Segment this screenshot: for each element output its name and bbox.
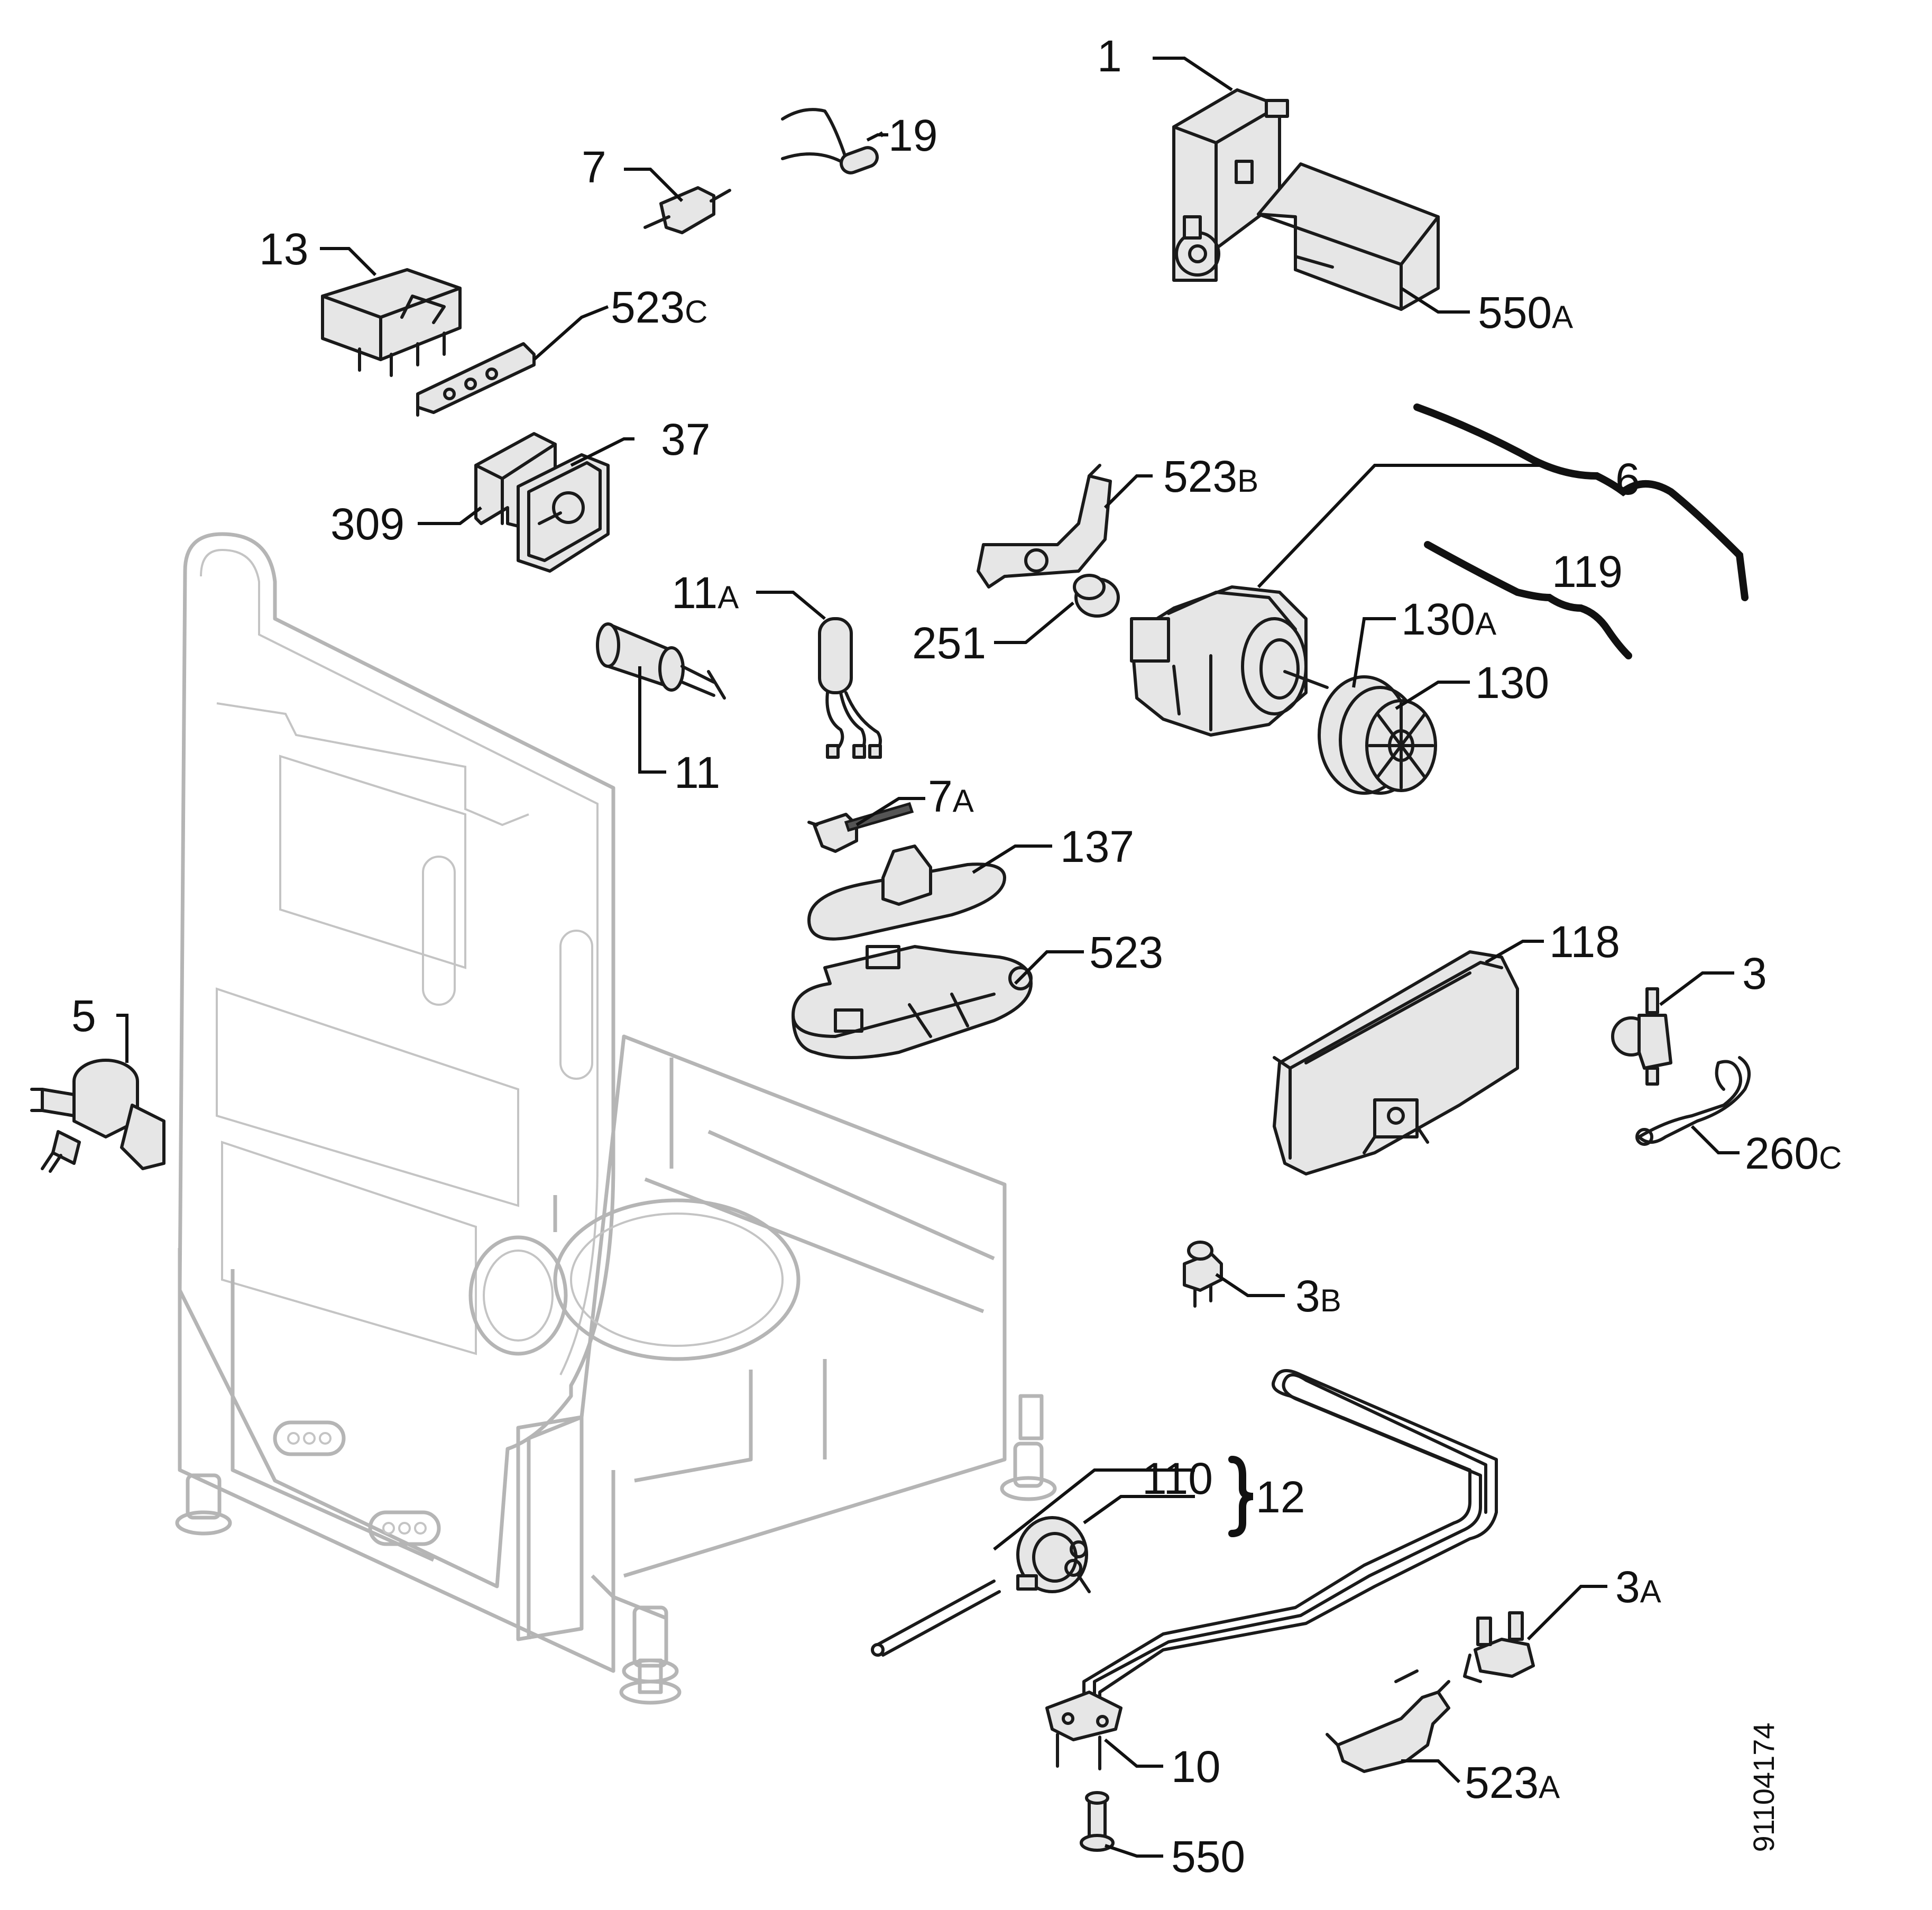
thermostat-3a bbox=[1463, 1611, 1535, 1683]
callout-5: 5 bbox=[71, 991, 96, 1041]
pin-550 bbox=[1080, 1791, 1115, 1852]
callout-130a: 130A bbox=[1401, 594, 1496, 644]
inlet-valve-5 bbox=[30, 1059, 165, 1173]
bracket-523c bbox=[416, 342, 536, 417]
callout-523a: 523A bbox=[1465, 1758, 1560, 1807]
clip-260c bbox=[1635, 1056, 1751, 1146]
pressure-switch-110 bbox=[871, 1516, 1091, 1657]
callout-labels: 1 19 7 13 523C 550A 37 309 523B 6 119 11… bbox=[71, 31, 1842, 1881]
callout-19: 19 bbox=[888, 111, 937, 160]
callout-6: 6 bbox=[1615, 454, 1640, 504]
impeller-130 bbox=[1318, 675, 1437, 795]
callout-7: 7 bbox=[582, 142, 606, 192]
leader-lines bbox=[116, 57, 1740, 1858]
sensor-19 bbox=[781, 108, 879, 175]
heating-element-10 bbox=[1045, 1369, 1498, 1770]
callout-550a: 550A bbox=[1478, 288, 1573, 337]
callout-118: 118 bbox=[1549, 917, 1620, 967]
electronic-box bbox=[1257, 162, 1440, 311]
bracket-523a bbox=[1326, 1669, 1450, 1773]
motor-6 bbox=[1130, 585, 1329, 737]
callout-260c: 260C bbox=[1745, 1128, 1842, 1178]
callout-3b: 3B bbox=[1295, 1271, 1341, 1321]
callout-11: 11 bbox=[674, 748, 720, 797]
callout-12: 12 bbox=[1256, 1472, 1305, 1522]
callout-3: 3 bbox=[1742, 949, 1767, 998]
callout-110: 110 bbox=[1142, 1454, 1213, 1503]
callout-130: 130 bbox=[1475, 658, 1549, 708]
door-switch-13 bbox=[321, 268, 462, 377]
callout-10: 10 bbox=[1171, 1742, 1220, 1792]
callout-13: 13 bbox=[259, 224, 308, 274]
callout-523: 523 bbox=[1089, 928, 1163, 977]
thermostat-3 bbox=[1611, 987, 1672, 1086]
callout-7a: 7A bbox=[928, 772, 974, 821]
bracket-523b bbox=[977, 464, 1112, 589]
float-lid-137 bbox=[807, 844, 1006, 941]
timer-module bbox=[1172, 88, 1289, 282]
part-37 bbox=[517, 453, 610, 573]
callout-11a: 11A bbox=[671, 568, 739, 618]
callout-523b: 523B bbox=[1163, 452, 1258, 501]
braces bbox=[1228, 403, 1749, 1537]
callout-1: 1 bbox=[1097, 31, 1122, 81]
capacitor-11 bbox=[596, 622, 726, 700]
callout-251: 251 bbox=[912, 618, 986, 668]
callout-550: 550 bbox=[1171, 1832, 1245, 1881]
drawing-code: 91104174 bbox=[1747, 1723, 1780, 1852]
callout-37: 37 bbox=[661, 415, 710, 464]
capacitor-11a bbox=[818, 617, 882, 759]
callout-137: 137 bbox=[1060, 822, 1134, 871]
dispenser-118 bbox=[1273, 950, 1519, 1176]
switch-7a bbox=[807, 802, 914, 853]
float-housing-523 bbox=[792, 945, 1033, 1059]
dishwasher-frame bbox=[175, 532, 1057, 1705]
callout-119: 119 bbox=[1552, 547, 1623, 596]
sensor-3b bbox=[1183, 1241, 1223, 1308]
callout-309: 309 bbox=[330, 499, 404, 549]
switch-7 bbox=[643, 186, 731, 234]
callout-3a: 3A bbox=[1615, 1562, 1661, 1612]
callout-523c: 523C bbox=[611, 282, 708, 332]
grommet-251 bbox=[1073, 574, 1120, 618]
